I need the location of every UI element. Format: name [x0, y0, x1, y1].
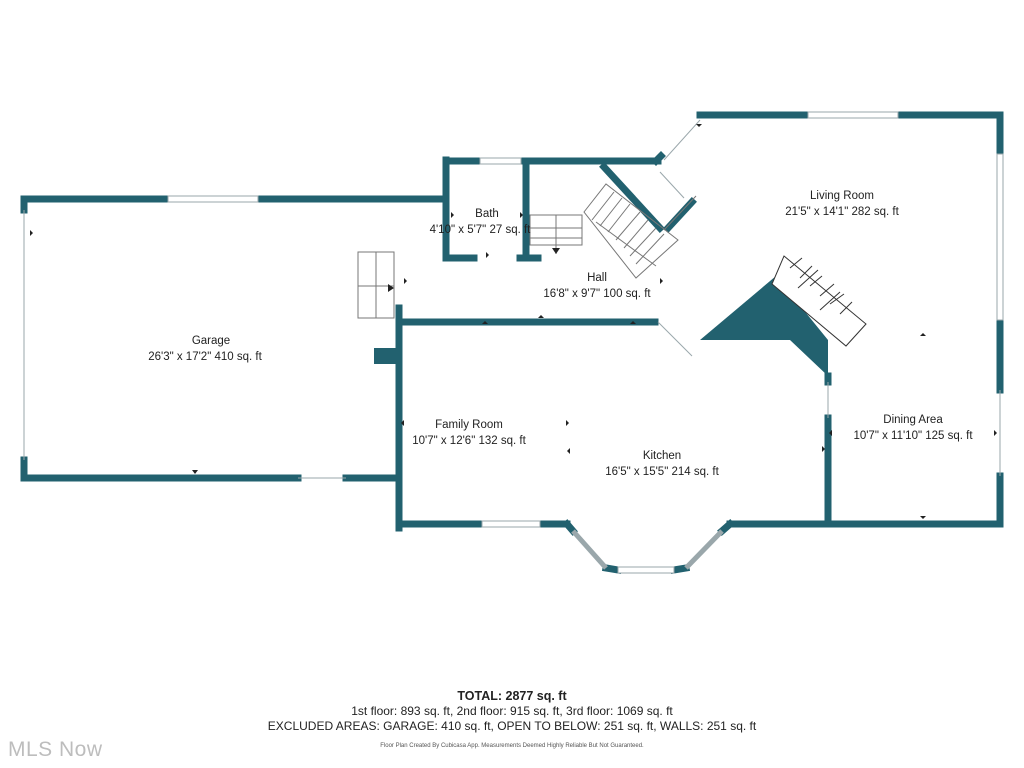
- dimension-markers: [30, 124, 997, 519]
- bay-window-wall: [601, 563, 623, 575]
- hall-name: Hall: [587, 272, 607, 284]
- window: [684, 529, 724, 570]
- living-room-dims: 21'5" x 14'1" 282 sq. ft: [785, 206, 899, 218]
- family-room-name: Family Room: [435, 419, 503, 431]
- garage-step-arrow-icon: [388, 284, 394, 292]
- window: [571, 529, 608, 570]
- family-room-dims: 10'7" x 12'6" 132 sq. ft: [412, 435, 526, 447]
- bath-dims: 4'10" x 5'7" 27 sq. ft: [430, 224, 532, 236]
- window: [479, 157, 522, 165]
- openings: [657, 119, 701, 357]
- window: [996, 153, 1004, 321]
- disclaimer: Floor Plan Created By Cubicasa App. Meas…: [380, 743, 644, 749]
- window: [481, 520, 541, 528]
- dining-area-name: Dining Area: [883, 414, 943, 426]
- window: [167, 195, 259, 203]
- hall-dims: 16'8" x 9'7" 100 sq. ft: [543, 288, 651, 300]
- mls-now-watermark: MLS Now: [8, 738, 103, 761]
- floor-areas: 1st floor: 893 sq. ft, 2nd floor: 915 sq…: [351, 704, 673, 718]
- kitchen-dims: 16'5" x 15'5" 214 sq. ft: [605, 466, 719, 478]
- stair-wall: [663, 197, 697, 233]
- angled-wall: [651, 151, 666, 166]
- excluded-areas: EXCLUDED AREAS: GARAGE: 410 sq. ft, OPEN…: [267, 719, 757, 733]
- bay-window-wall: [717, 519, 735, 536]
- living-room-name: Living Room: [810, 190, 874, 202]
- stair-wall: [599, 162, 665, 233]
- fireplace-hearth: [771, 255, 867, 347]
- stair-flight: [583, 183, 679, 279]
- garage-dims: 26'3" x 17'2" 410 sq. ft: [148, 351, 262, 363]
- bay-window-wall: [669, 563, 691, 575]
- walls: [20, 111, 1004, 575]
- window: [807, 111, 899, 119]
- windows: [23, 111, 1004, 574]
- stair-arrow-icon: [552, 248, 560, 254]
- dining-area-dims: 10'7" x 11'10" 125 sq. ft: [853, 430, 973, 442]
- window: [617, 566, 675, 574]
- kitchen-name: Kitchen: [643, 450, 681, 462]
- bay-window-wall: [562, 519, 578, 536]
- bath-name: Bath: [475, 208, 499, 220]
- total-area: TOTAL: 2877 sq. ft: [457, 689, 567, 703]
- wall-stub: [374, 348, 396, 364]
- garage-name: Garage: [192, 335, 230, 347]
